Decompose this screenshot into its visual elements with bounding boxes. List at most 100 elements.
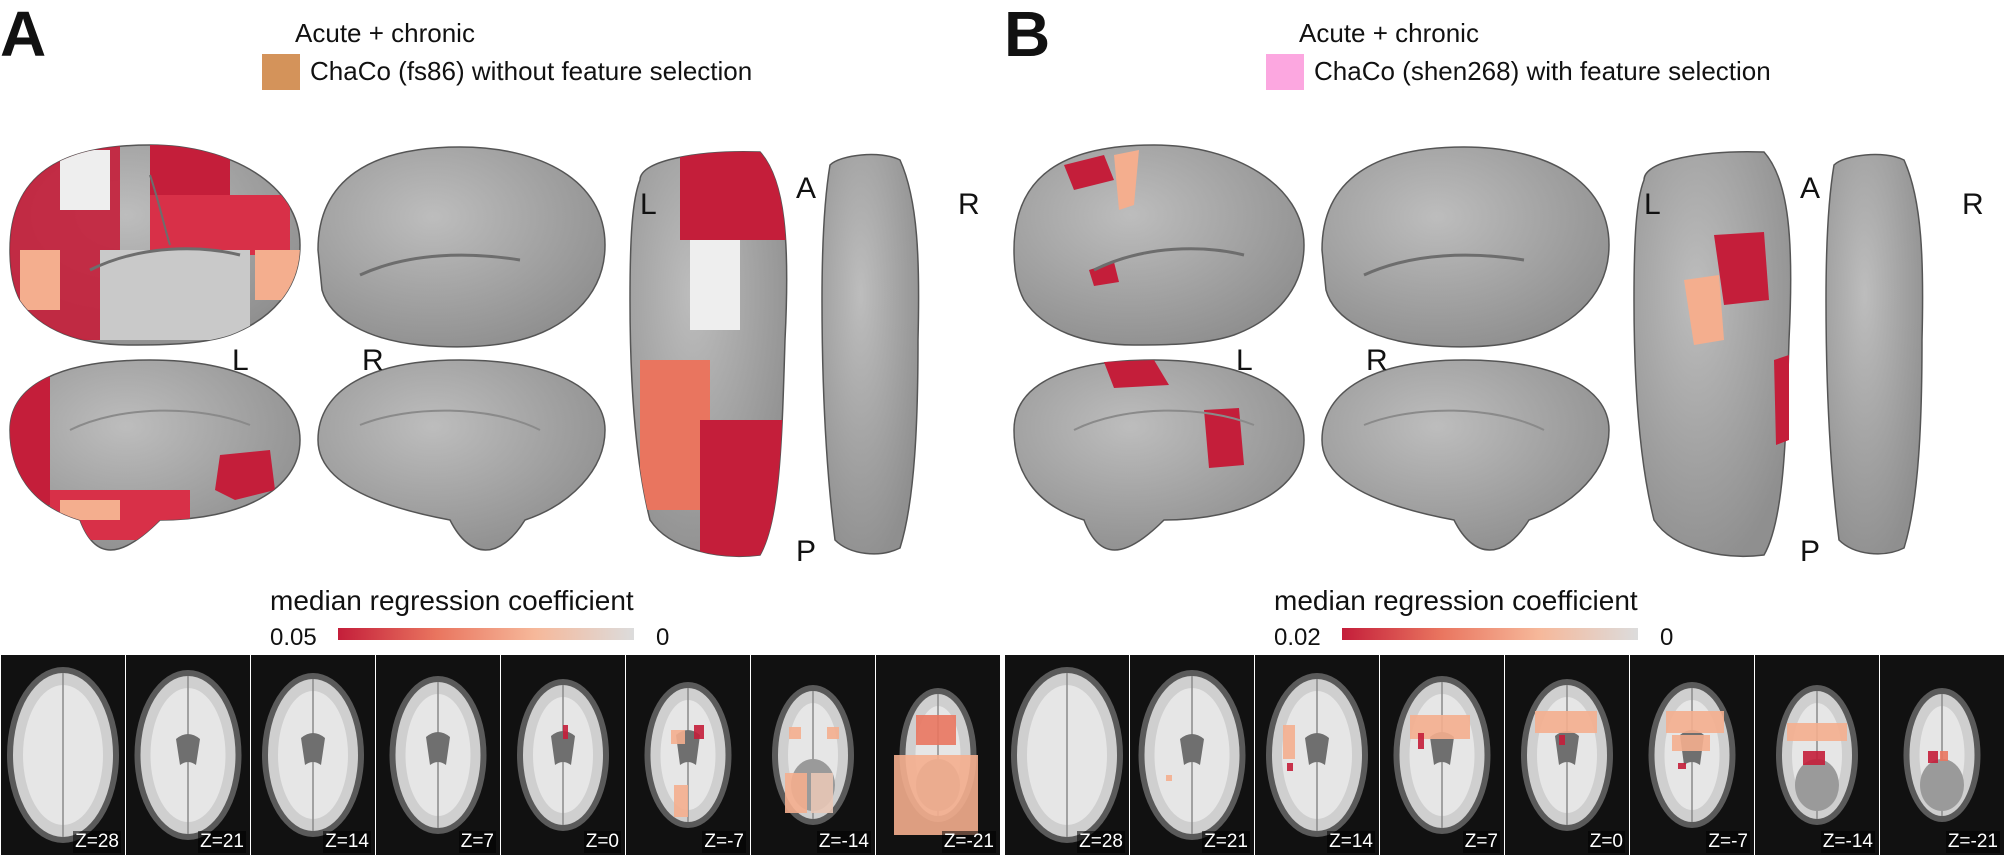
slice-z-label: Z=28: [73, 831, 121, 853]
hemisphere-label-left: L: [1236, 344, 1253, 377]
slice-overlay-region: [674, 785, 688, 817]
axial-brain-slice: [894, 688, 978, 835]
legend-label: ChaCo (fs86) without feature selection: [310, 56, 753, 86]
medial-right-hemisphere: [317, 359, 606, 551]
legend-swatch: [262, 54, 300, 90]
hemisphere-label-right: R: [362, 344, 384, 377]
axial-brain-slice: [1266, 673, 1368, 837]
axial-brain-slice: [1776, 685, 1858, 825]
axial-brain-slice: [517, 679, 609, 831]
slice-overlay-region: [671, 730, 685, 744]
slice-z-label: Z=7: [1462, 831, 1500, 853]
medial-right-hemisphere: [1321, 359, 1610, 551]
axial-brain-slice: [1138, 670, 1246, 840]
axial-brain-slice: [262, 673, 364, 837]
slice-overlay-region: [811, 773, 833, 813]
legend-swatch: [1266, 54, 1304, 90]
slice-z-label: Z=28: [1077, 831, 1125, 853]
slice-overlay-region: [785, 773, 807, 813]
axial-brain-slice: [644, 682, 732, 828]
orientation-label-right: R: [1962, 188, 1984, 221]
orientation-label-anterior: A: [796, 172, 817, 205]
axial-slice: Z=14: [1254, 655, 1379, 855]
axial-slice: Z=7: [1379, 655, 1504, 855]
slice-overlay-region: [1672, 735, 1710, 751]
slice-z-label: Z=-7: [702, 831, 746, 853]
orientation-label-left: L: [640, 188, 657, 221]
lateral-left-hemisphere: [1013, 144, 1305, 346]
lateral-left-hemisphere: [9, 144, 301, 346]
slice-overlay-region: [1803, 751, 1825, 765]
axial-slice-strip: Z=28 Z=21 Z=14 Z=7 Z=0 Z=-7 Z=-14 Z=-21: [1004, 655, 2004, 855]
axial-slice: Z=21: [1129, 655, 1254, 855]
hemisphere-label-right: R: [1366, 344, 1388, 377]
slice-z-label: Z=-14: [1820, 831, 1875, 853]
colorbar: [338, 628, 634, 640]
slice-z-label: Z=0: [583, 831, 621, 853]
slice-overlay-region: [1287, 763, 1293, 771]
dorsal-right-hemisphere: [821, 153, 920, 555]
brain-surface-views: [1013, 144, 1924, 557]
slice-overlay-region: [1535, 711, 1597, 733]
slice-overlay-region: [694, 725, 704, 739]
axial-slice: Z=-21: [1879, 655, 2004, 855]
slice-z-label: Z=-7: [1706, 831, 1750, 853]
hemisphere-label-left: L: [232, 344, 249, 377]
slice-overlay-region: [1940, 751, 1948, 761]
dorsal-left-hemisphere: [629, 150, 788, 557]
lateral-right-hemisphere: [1321, 146, 1610, 348]
axial-slice: Z=-14: [1754, 655, 1879, 855]
slice-overlay-region: [894, 755, 936, 835]
colorbar-min-label: 0: [656, 624, 670, 651]
legend-title: Acute + chronic: [295, 18, 475, 48]
slice-z-label: Z=7: [458, 831, 496, 853]
axial-brain-slice: [1393, 676, 1491, 834]
medial-left-hemisphere: [1013, 359, 1305, 551]
slice-z-label: Z=14: [1327, 831, 1375, 853]
slice-overlay-region: [563, 725, 568, 739]
colorbar-max-label: 0.02: [1274, 624, 1321, 651]
slice-z-label: Z=-14: [816, 831, 871, 853]
axial-slice-strip: Z=28 Z=21 Z=14 Z=7 Z=0 Z=-7 Z=-14 Z=-21: [0, 655, 1000, 855]
brain-surface-views: [9, 144, 920, 557]
axial-slice: Z=-7: [625, 655, 750, 855]
colorbar-title: median regression coefficient: [1274, 585, 1638, 616]
axial-slice: Z=28: [0, 655, 125, 855]
orientation-label-posterior: P: [796, 535, 817, 568]
slice-overlay-region: [1418, 733, 1424, 749]
slice-overlay-region: [1787, 723, 1847, 741]
axial-brain-slice: [1903, 688, 1981, 822]
axial-brain-slice: [389, 676, 487, 834]
medial-left-hemisphere: [9, 359, 301, 551]
slice-z-label: Z=21: [1202, 831, 1250, 853]
dorsal-right-hemisphere: [1825, 153, 1924, 555]
slice-overlay-region: [1559, 735, 1565, 745]
slice-z-label: Z=0: [1587, 831, 1625, 853]
axial-slice: Z=-14: [750, 655, 875, 855]
panel-letter: A: [0, 0, 47, 70]
slice-overlay-region: [1283, 725, 1295, 759]
axial-brain-slice: [1648, 682, 1736, 828]
slice-z-label: Z=14: [323, 831, 371, 853]
orientation-label-anterior: A: [1800, 172, 1821, 205]
slice-overlay-region: [827, 727, 839, 739]
colorbar-min-label: 0: [1660, 624, 1674, 651]
legend-label: ChaCo (shen268) with feature selection: [1314, 56, 1771, 86]
slice-overlay-region: [1666, 711, 1724, 733]
slice-overlay-region: [789, 727, 801, 739]
panel-a: A Acute + chronic ChaCo (fs86) without f…: [0, 0, 1000, 855]
slice-z-label: Z=-21: [941, 831, 996, 853]
panel-letter: B: [1004, 0, 1051, 70]
lateral-right-hemisphere: [317, 146, 606, 348]
axial-slice: Z=-21: [875, 655, 1000, 855]
slice-overlay-region: [916, 715, 956, 745]
slice-overlay-region: [1928, 751, 1938, 763]
colorbar: [1342, 628, 1638, 640]
axial-brain-slice: [1011, 667, 1123, 843]
axial-slice: Z=21: [125, 655, 250, 855]
axial-brain-slice: [134, 670, 242, 840]
slice-overlay-region: [1678, 763, 1686, 769]
orientation-label-posterior: P: [1800, 535, 1821, 568]
orientation-label-right: R: [958, 188, 980, 221]
axial-slice: Z=14: [250, 655, 375, 855]
